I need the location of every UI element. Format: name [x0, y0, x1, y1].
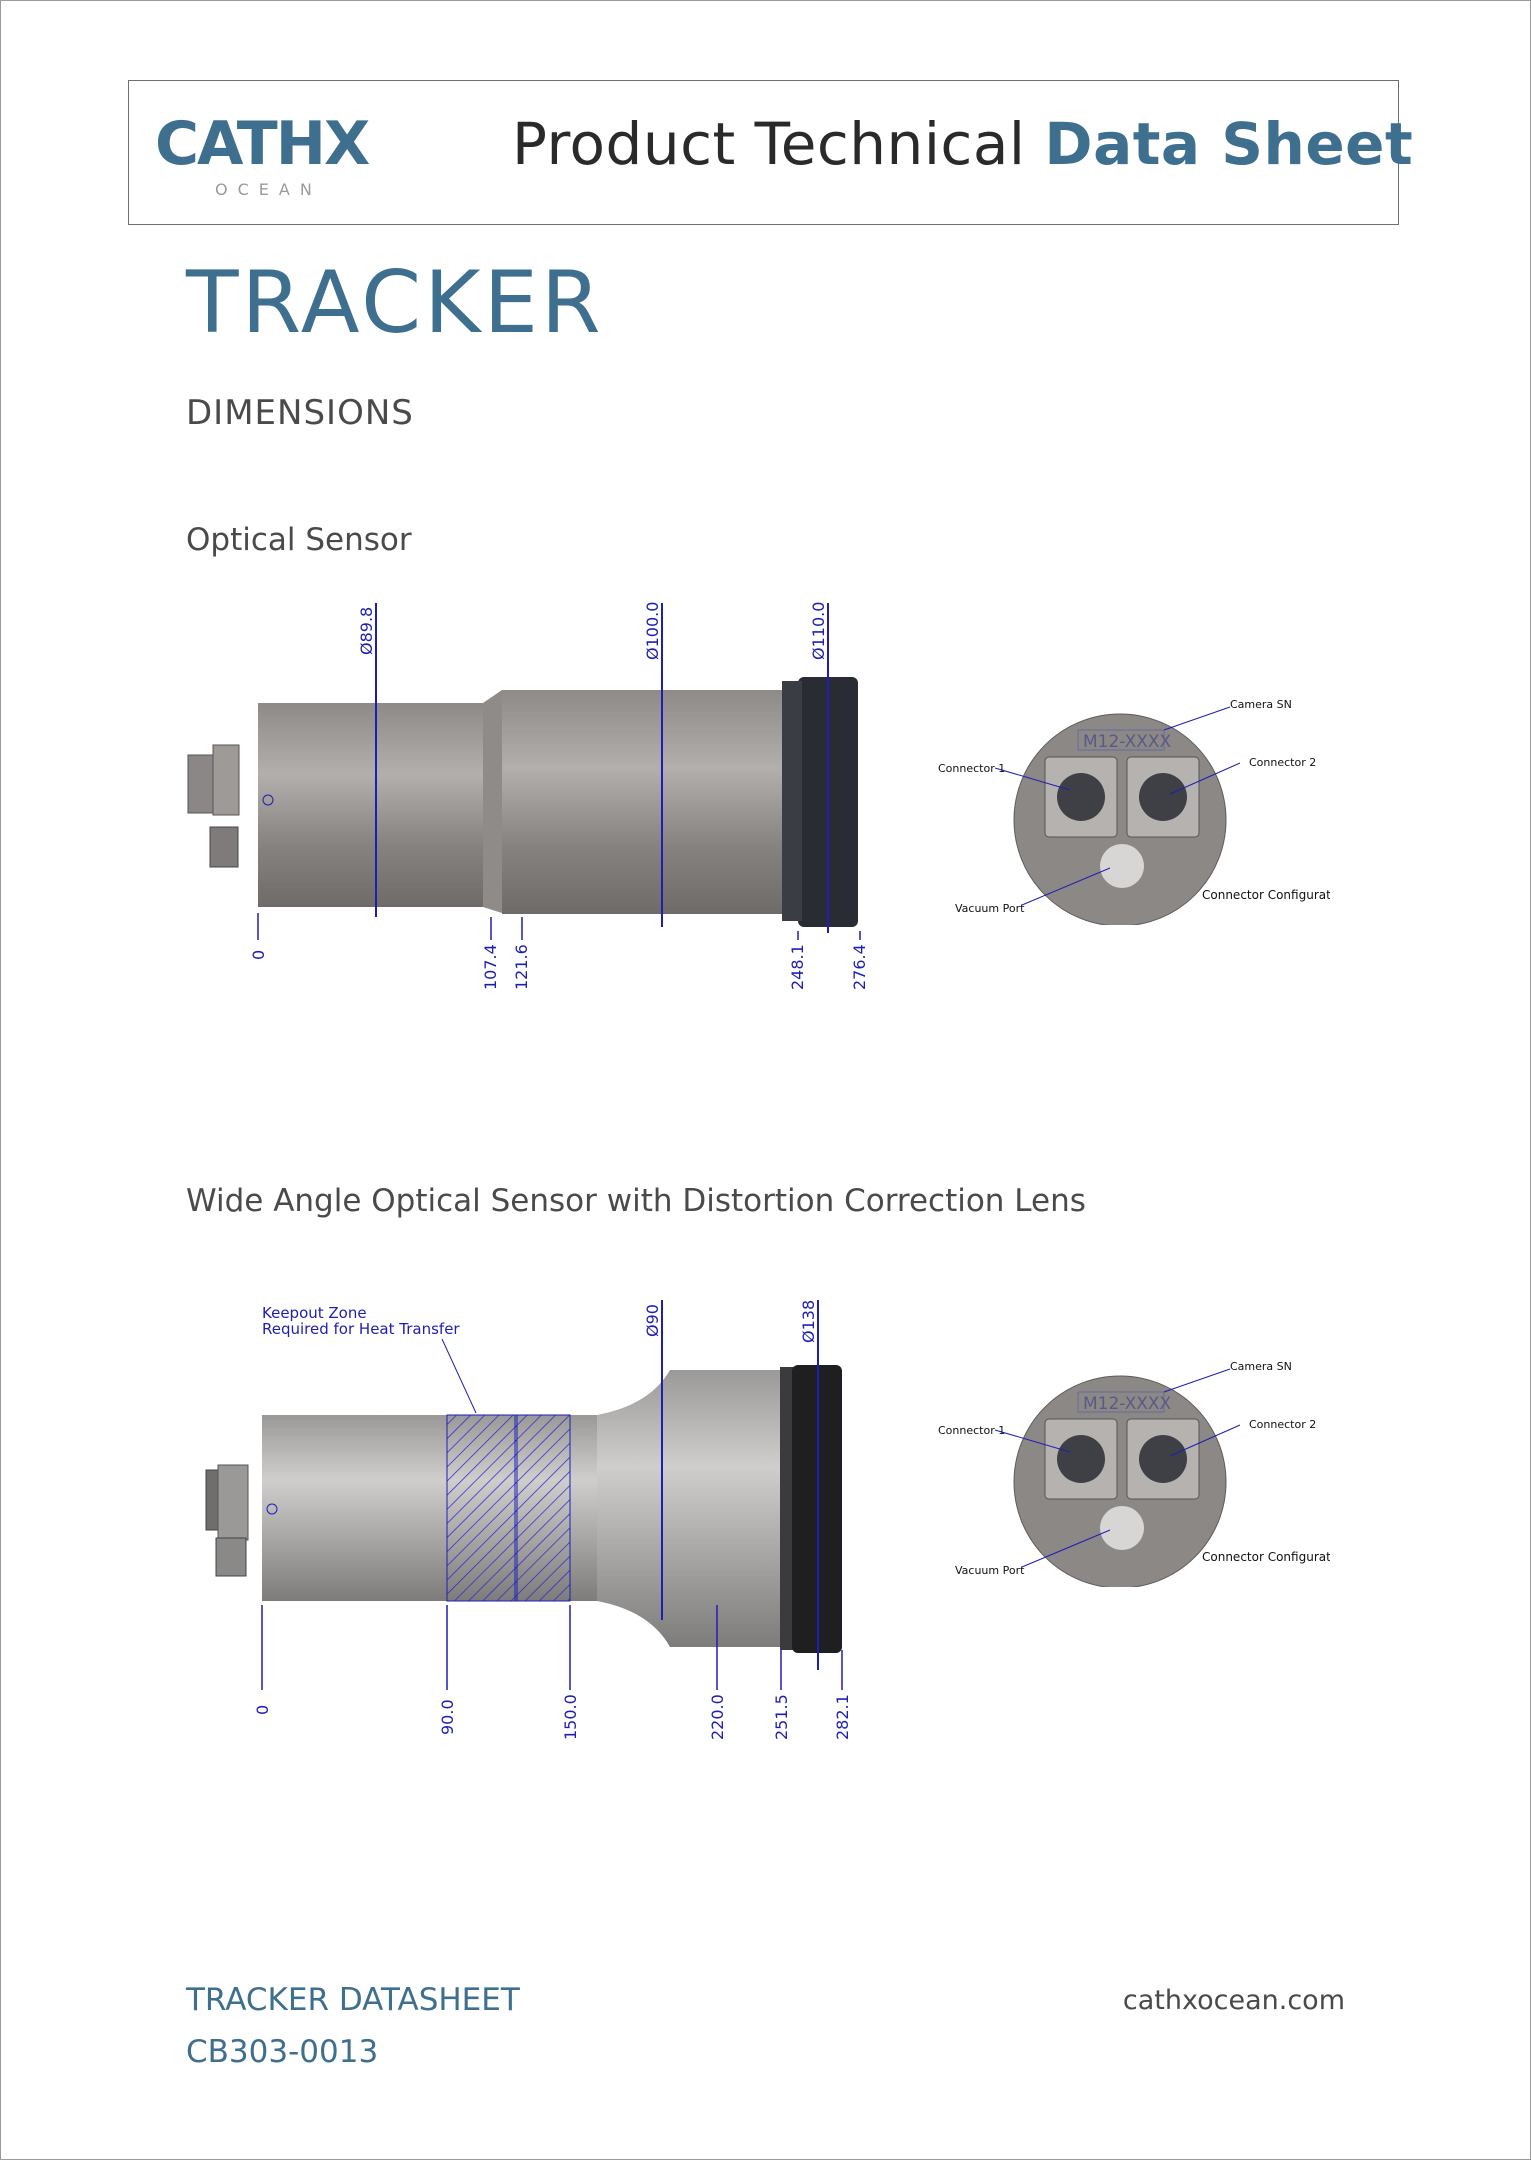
product-title: TRACKER	[186, 253, 604, 353]
header-title-plain: Product Technical	[512, 110, 1026, 178]
connector-2-label: Connector 2	[1249, 756, 1316, 769]
vacuum-nut	[209, 826, 239, 868]
leader-line	[1163, 1368, 1231, 1393]
position-label: 107.4	[481, 944, 500, 990]
vacuum-port-label: Vacuum Port	[955, 902, 1025, 915]
connector-1-label: Connector 1	[938, 762, 1005, 775]
keepout-label-line2: Required for Heat Transfer	[262, 1320, 460, 1338]
logo-main-text: CATHX	[155, 112, 370, 179]
connector-2-socket	[1139, 773, 1187, 821]
footer-datasheet-label: TRACKER DATASHEET	[186, 1982, 520, 2018]
header-box	[128, 80, 1399, 225]
body-rear-section	[258, 703, 483, 907]
diameter-label: Ø138	[799, 1300, 818, 1343]
camera-sn-label: Camera SN	[1230, 698, 1292, 711]
serial-text: M12-XXXX	[1083, 732, 1172, 752]
position-label: 150.0	[561, 1694, 580, 1740]
connector-1-label: Connector 1	[938, 1424, 1005, 1437]
serial-plate	[1077, 729, 1165, 751]
position-label: 121.6	[512, 944, 531, 990]
lens-flare	[597, 1370, 780, 1647]
diameter-label: Ø89.8	[357, 607, 376, 655]
vacuum-port	[1100, 1506, 1144, 1550]
position-label: 282.1	[833, 1694, 852, 1740]
origin-marker	[266, 1503, 278, 1515]
position-label: 276.4	[850, 944, 869, 990]
position-label: 0	[249, 950, 268, 960]
connector-2-label: Connector 2	[1249, 1418, 1316, 1431]
connector-configuration-2: M12-XXXX Camera SN Connector 1 Connector…	[938, 1360, 1330, 1587]
footer-website-link[interactable]: cathxocean.com	[1122, 1985, 1345, 2016]
origin-marker	[262, 794, 274, 806]
keepout-zone-front	[514, 1414, 571, 1602]
cathx-logo: CATHX OCEAN	[155, 112, 372, 199]
keepout-zone-rear	[446, 1414, 518, 1602]
leader-line	[1169, 762, 1241, 795]
bezel-ring	[782, 681, 802, 921]
optical-sensor-drawing: Ø89.8 Ø100.0 Ø110.0 0 107.4 121.6 248.1 …	[187, 602, 869, 990]
body-step	[483, 690, 502, 913]
section-heading: DIMENSIONS	[186, 393, 414, 433]
position-label: 220.0	[708, 1694, 727, 1740]
position-label: 90.0	[438, 1699, 457, 1735]
vacuum-nut	[215, 1537, 247, 1577]
connector-configuration-1: M12-XXXX Camera SN Connector 1 Connector…	[938, 698, 1330, 925]
header-title: Product Technical Data Sheet	[512, 110, 1413, 178]
leader-line	[441, 1338, 477, 1414]
position-label: 0	[253, 1705, 272, 1715]
drawing-1-heading: Optical Sensor	[186, 522, 412, 558]
header-title-strong: Data Sheet	[1044, 110, 1414, 178]
leader-line	[1021, 867, 1111, 906]
leader-line	[1169, 1424, 1241, 1457]
body-front-section	[502, 690, 782, 914]
diameter-label: Ø110.0	[809, 602, 828, 660]
position-label: 248.1	[788, 944, 807, 990]
diameter-label: Ø90	[643, 1304, 662, 1337]
connector-1-socket	[1057, 773, 1105, 821]
connector-collar	[217, 1464, 249, 1541]
leader-line	[1163, 706, 1231, 731]
diameter-label: Ø100.0	[643, 602, 662, 660]
serial-text: M12-XXXX	[1083, 1394, 1172, 1414]
footer-doc-number: CB303-0013	[186, 2034, 379, 2070]
leader-line	[994, 767, 1071, 791]
connector-collar	[212, 744, 240, 816]
connector-2-socket	[1139, 1435, 1187, 1483]
camera-sn-label: Camera SN	[1230, 1360, 1292, 1373]
serial-plate	[1077, 1391, 1165, 1413]
leader-line	[1021, 1529, 1111, 1568]
connector-1-socket	[1057, 1435, 1105, 1483]
connector-configuration-caption: Connector Configuration	[1202, 888, 1330, 902]
vacuum-port	[1100, 844, 1144, 888]
keepout-label-line1: Keepout Zone	[262, 1304, 367, 1322]
vacuum-port-label: Vacuum Port	[955, 1564, 1025, 1577]
position-label: 251.5	[772, 1694, 791, 1740]
wide-angle-sensor-drawing: Keepout Zone Required for Heat Transfer …	[205, 1300, 852, 1740]
drawing-2-heading: Wide Angle Optical Sensor with Distortio…	[186, 1183, 1086, 1219]
logo-sub-text: OCEAN	[215, 180, 322, 199]
leader-line	[994, 1429, 1071, 1453]
connector-configuration-caption: Connector Configuration	[1202, 1550, 1330, 1564]
